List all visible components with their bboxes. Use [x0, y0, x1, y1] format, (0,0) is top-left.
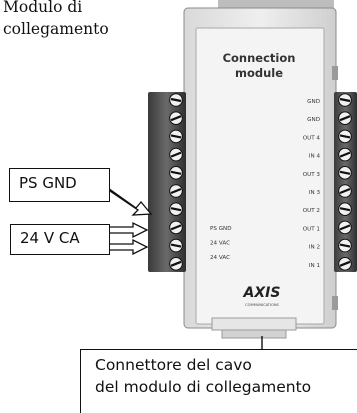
vca-arrows [109, 223, 147, 254]
bottom-caption-line1: Connettore del cavo [95, 354, 357, 376]
ps-gnd-arrow [108, 188, 151, 215]
module-title-line2: module [235, 66, 283, 80]
left-terminal-labels: PS GND 24 VAC 24 VAC [210, 226, 232, 261]
vca-callout: 24 V CA [10, 224, 110, 255]
right-terminal-label: IN 1 [309, 263, 321, 269]
right-terminal-label: IN 4 [309, 154, 321, 160]
left-terminal-label: 24 VAC [210, 255, 230, 261]
brand-subtitle: COMMUNICATIONS [245, 303, 279, 307]
body-notch [332, 296, 338, 310]
right-terminal-label: GND [307, 99, 320, 105]
left-terminal-label: 24 VAC [210, 241, 230, 247]
module-title-line1: Connection [223, 51, 296, 65]
right-terminal-label: OUT 1 [303, 226, 321, 232]
ps-gnd-callout: PS GND [9, 168, 110, 202]
bottom-caption: Connettore del cavo del modulo di colleg… [80, 349, 357, 413]
body-notch [332, 66, 338, 80]
right-terminal-label: OUT 2 [303, 208, 320, 214]
bottom-caption-line2: del modulo di collegamento [95, 376, 357, 398]
right-terminal-label: IN 2 [309, 245, 320, 251]
right-terminal-label: OUT 4 [303, 135, 321, 141]
right-terminal-label: OUT 3 [303, 172, 321, 178]
right-terminal-label: GND [307, 117, 320, 123]
left-terminal-label: PS GND [210, 226, 232, 232]
vca-callout-label: 24 V CA [20, 229, 80, 247]
brand-logo-text: AXIS [243, 285, 281, 301]
ps-gnd-callout-label: PS GND [19, 174, 77, 192]
cable-connector [212, 318, 296, 330]
cable-connector-plug [222, 330, 286, 338]
right-terminal-label: IN 3 [309, 190, 321, 196]
